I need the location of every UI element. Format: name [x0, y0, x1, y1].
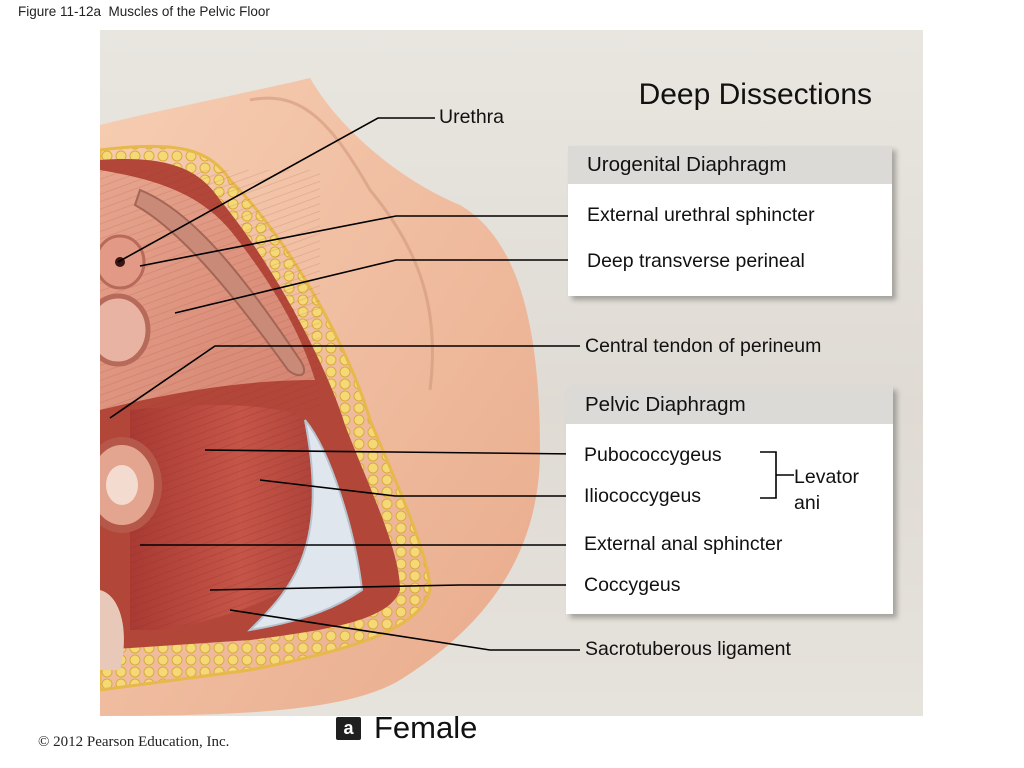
figure-title: Figure 11-12a Muscles of the Pelvic Floo… — [18, 4, 270, 19]
leader-external-urethral-sphincter — [139, 215, 570, 267]
leader-sacrotuberous-ligament — [229, 609, 580, 651]
leader-iliococcygeus — [259, 479, 578, 497]
leader-urethra — [117, 117, 435, 263]
pelvic-diaphragm-header: Pelvic Diaphragm — [566, 386, 893, 424]
leader-lines — [109, 117, 580, 651]
label-central-tendon: Central tendon of perineum — [585, 335, 822, 357]
label-deep-transverse-perineal: Deep transverse perineal — [587, 250, 805, 272]
leader-pubococcygeus — [204, 449, 579, 455]
panel-title: Deep Dissections — [638, 78, 872, 111]
copyright-notice: © 2012 Pearson Education, Inc. — [38, 734, 230, 750]
leader-coccygeus — [209, 584, 578, 591]
urogenital-diaphragm-header: Urogenital Diaphragm — [568, 146, 892, 184]
label-external-anal-sphincter: External anal sphincter — [584, 533, 783, 555]
leader-deep-transverse-perineal — [174, 259, 570, 314]
urogenital-diaphragm-box: Urogenital Diaphragm — [568, 146, 892, 296]
label-urethra: Urethra — [439, 106, 505, 128]
label-levator-ani: Levator ani — [794, 466, 860, 514]
levator-ani-bracket — [760, 451, 794, 499]
illustration-panel: Deep Dissections Urethra Urogenital Diap… — [100, 30, 923, 716]
leader-central-tendon — [109, 345, 580, 419]
label-sacrotuberous-ligament: Sacrotuberous ligament — [585, 638, 791, 660]
label-iliococcygeus: Iliococcygeus — [584, 485, 702, 507]
pelvic-floor-illustration — [100, 78, 540, 716]
pelvic-diaphragm-box: Pelvic Diaphragm — [566, 386, 893, 614]
panel-caption: Female — [374, 710, 478, 745]
panel-letter-badge: a — [336, 717, 361, 740]
label-external-urethral-sphincter: External urethral sphincter — [587, 204, 815, 226]
label-coccygeus: Coccygeus — [584, 574, 681, 596]
label-pubococcygeus: Pubococcygeus — [584, 444, 722, 466]
